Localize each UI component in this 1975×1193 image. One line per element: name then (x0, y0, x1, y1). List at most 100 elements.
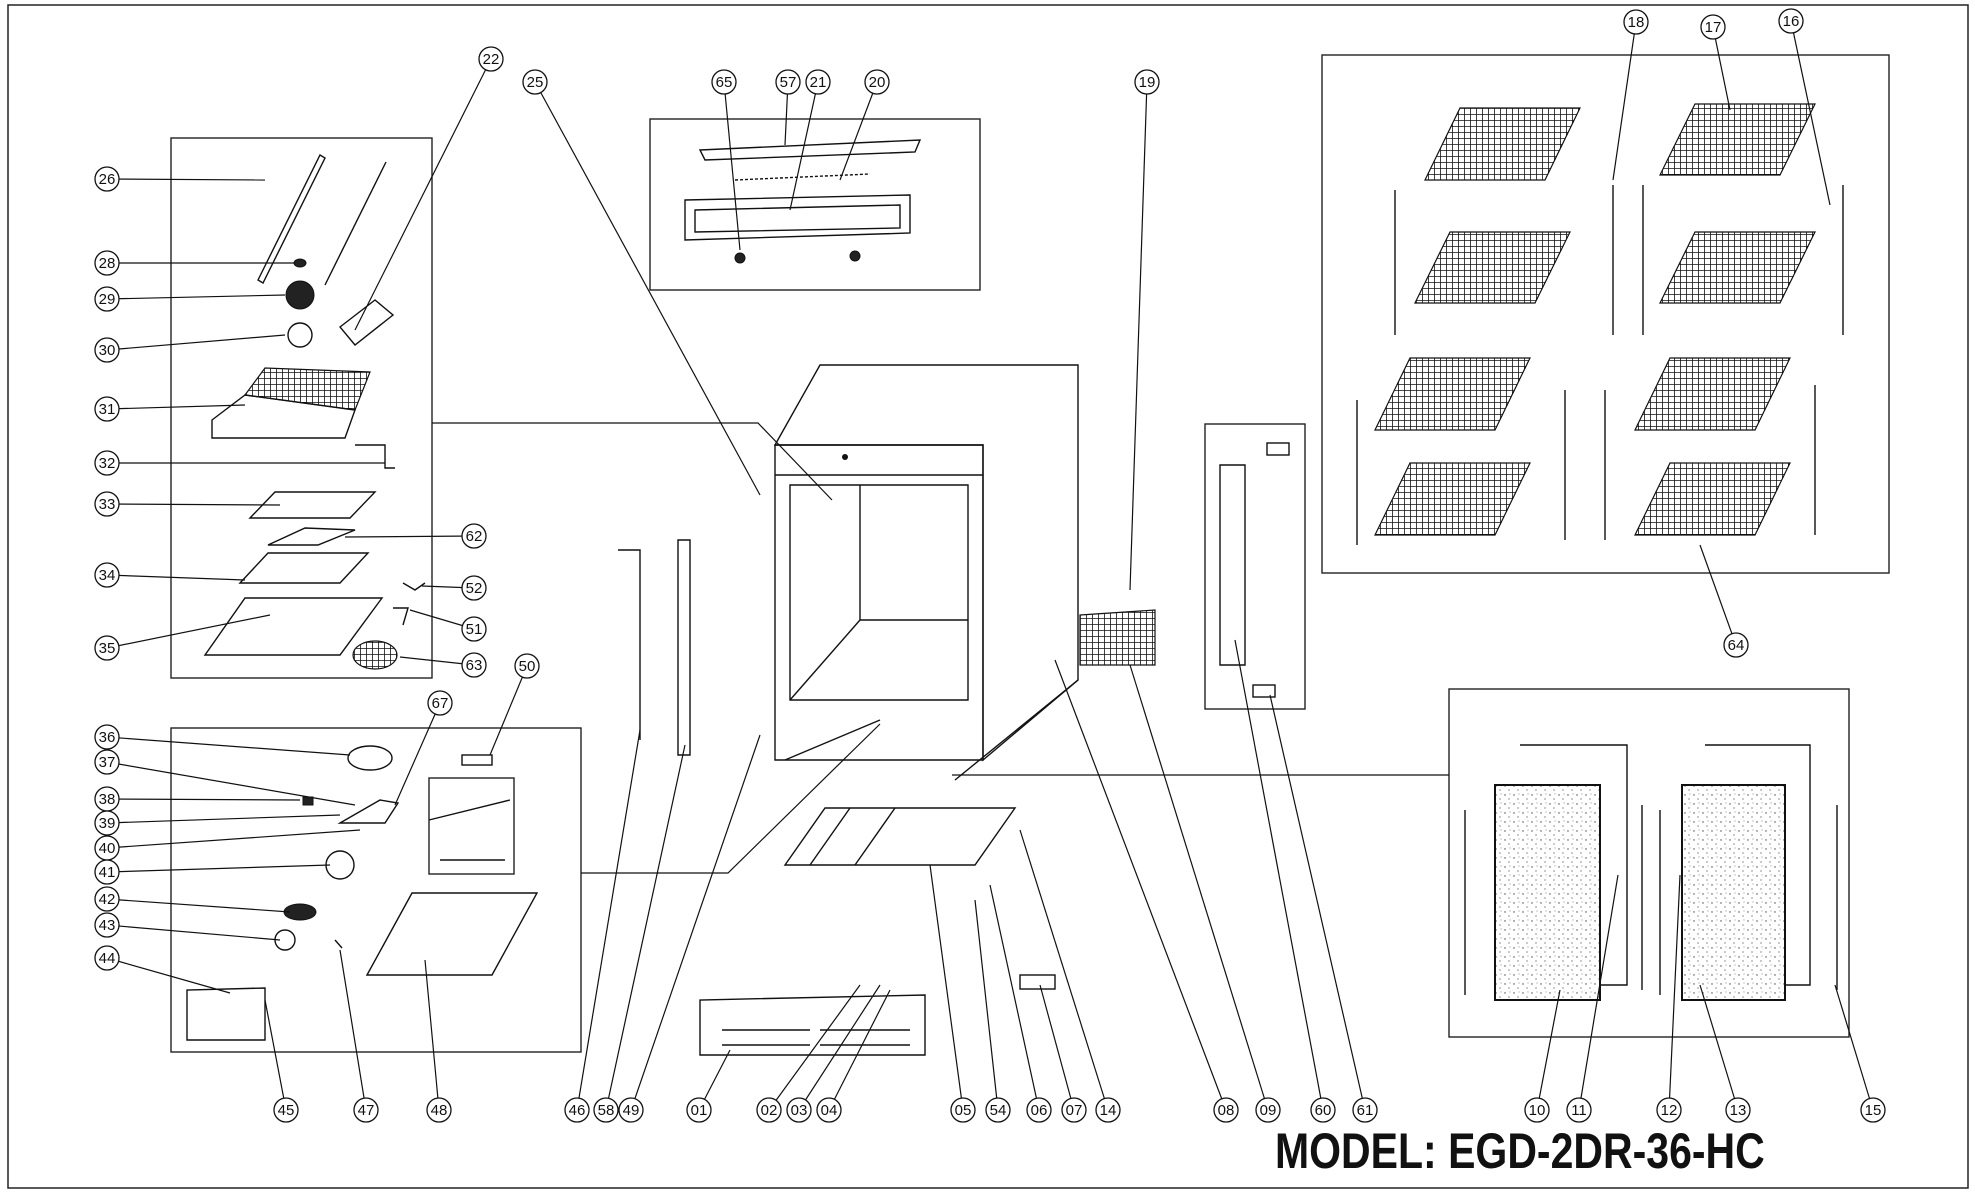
callout-circle (775, 69, 801, 95)
leader-line-44 (106, 957, 231, 994)
leader-line-41 (106, 864, 331, 873)
leader-line-16 (1790, 20, 1831, 206)
callout-circle (1725, 1097, 1751, 1123)
leader-line-29 (106, 294, 286, 300)
callout-43: 43 (94, 912, 120, 938)
leader-line-02 (768, 984, 861, 1111)
leader-line-22 (354, 58, 492, 331)
callout-08: 08 (1213, 1097, 1239, 1123)
grille-slots (722, 1029, 910, 1046)
callout-circle (618, 1097, 644, 1123)
leader-line-39 (106, 814, 341, 824)
callout-number: 26 (99, 171, 116, 188)
callout-circle (94, 859, 120, 885)
callout-circle (461, 616, 487, 642)
leader-line-65 (723, 81, 741, 251)
callout-circle (786, 1097, 812, 1123)
callout-circle (94, 396, 120, 422)
callout-number: 65 (716, 74, 733, 91)
callout-01: 01 (686, 1097, 712, 1123)
rail-58 (677, 539, 691, 756)
shelf-2 (1659, 103, 1816, 176)
leader-line-46 (576, 729, 641, 1111)
door-10 (1494, 784, 1601, 1001)
callout-circle (478, 46, 504, 72)
leader-line-17 (1712, 26, 1731, 111)
callout-number: 57 (780, 74, 797, 91)
callout-circle (1213, 1097, 1239, 1123)
callout-45: 45 (273, 1097, 299, 1123)
leader-line-25 (534, 81, 761, 496)
callout-circle (522, 69, 548, 95)
callout-20: 20 (864, 69, 890, 95)
cover-62 (267, 527, 356, 546)
leader-line-61 (1269, 694, 1366, 1111)
leader-line-03 (798, 984, 881, 1111)
leader-line-45 (264, 999, 287, 1111)
callout-29: 29 (94, 286, 120, 312)
callout-37: 37 (94, 749, 120, 775)
callout-number: 42 (99, 891, 116, 908)
base-parts (699, 807, 1056, 1056)
part-07 (1019, 974, 1056, 990)
callout-31: 31 (94, 396, 120, 422)
callout-19: 19 (1134, 69, 1160, 95)
callout-11: 11 (1566, 1097, 1592, 1123)
rod-46 (618, 549, 641, 740)
callout-39: 39 (94, 810, 120, 836)
cabinet-screw (842, 454, 848, 460)
leader-line-10 (1536, 989, 1561, 1111)
callout-number: 12 (1661, 1102, 1678, 1119)
leader-line-62 (344, 535, 475, 538)
callout-circle (1524, 1097, 1550, 1123)
shelves-box (1321, 54, 1890, 574)
control-box (428, 777, 515, 875)
callout-circle (427, 690, 453, 716)
callout-circle (1656, 1097, 1682, 1123)
canopy-top-plate (698, 139, 922, 161)
callout-circle (461, 652, 487, 678)
callout-16: 16 (1778, 8, 1804, 34)
canopy-housing (684, 194, 911, 241)
callout-circle (805, 69, 831, 95)
tray-40 (337, 799, 400, 824)
callout-number: 13 (1730, 1102, 1747, 1119)
group-boxes (170, 54, 1890, 1053)
callout-circle (1566, 1097, 1592, 1123)
callout-10: 10 (1524, 1097, 1550, 1123)
callout-circle (94, 491, 120, 517)
rail-left (257, 154, 326, 284)
callout-number: 49 (623, 1102, 640, 1119)
leader-line-12 (1668, 874, 1681, 1111)
coil-36 (347, 745, 393, 771)
cabinet (773, 364, 1079, 781)
shelf-3 (1414, 231, 1571, 304)
canopy-strip (734, 173, 871, 181)
callout-circle (1134, 69, 1160, 95)
part-50 (461, 754, 493, 766)
part-61 (1252, 684, 1276, 698)
control-unit (428, 799, 511, 861)
callout-number: 45 (278, 1102, 295, 1119)
callout-circle (1860, 1097, 1886, 1123)
shelves (1356, 103, 1844, 545)
leader-line-20 (839, 81, 878, 181)
callout-17: 17 (1700, 14, 1726, 40)
connector-condensing (581, 723, 881, 874)
callout-number: 17 (1705, 19, 1722, 36)
callout-circle (1700, 14, 1726, 40)
shelf-6 (1634, 357, 1791, 431)
callout-40: 40 (94, 835, 120, 861)
leader-line-11 (1578, 874, 1619, 1111)
callout-52: 52 (461, 575, 487, 601)
part-60 (1219, 464, 1246, 666)
callout-04: 04 (816, 1097, 842, 1123)
callout-circle (1026, 1097, 1052, 1123)
callout-22: 22 (478, 46, 504, 72)
callout-circle (461, 523, 487, 549)
callout-circle (756, 1097, 782, 1123)
callout-26: 26 (94, 166, 120, 192)
callout-32: 32 (94, 450, 120, 476)
leader-line-31 (106, 404, 246, 410)
